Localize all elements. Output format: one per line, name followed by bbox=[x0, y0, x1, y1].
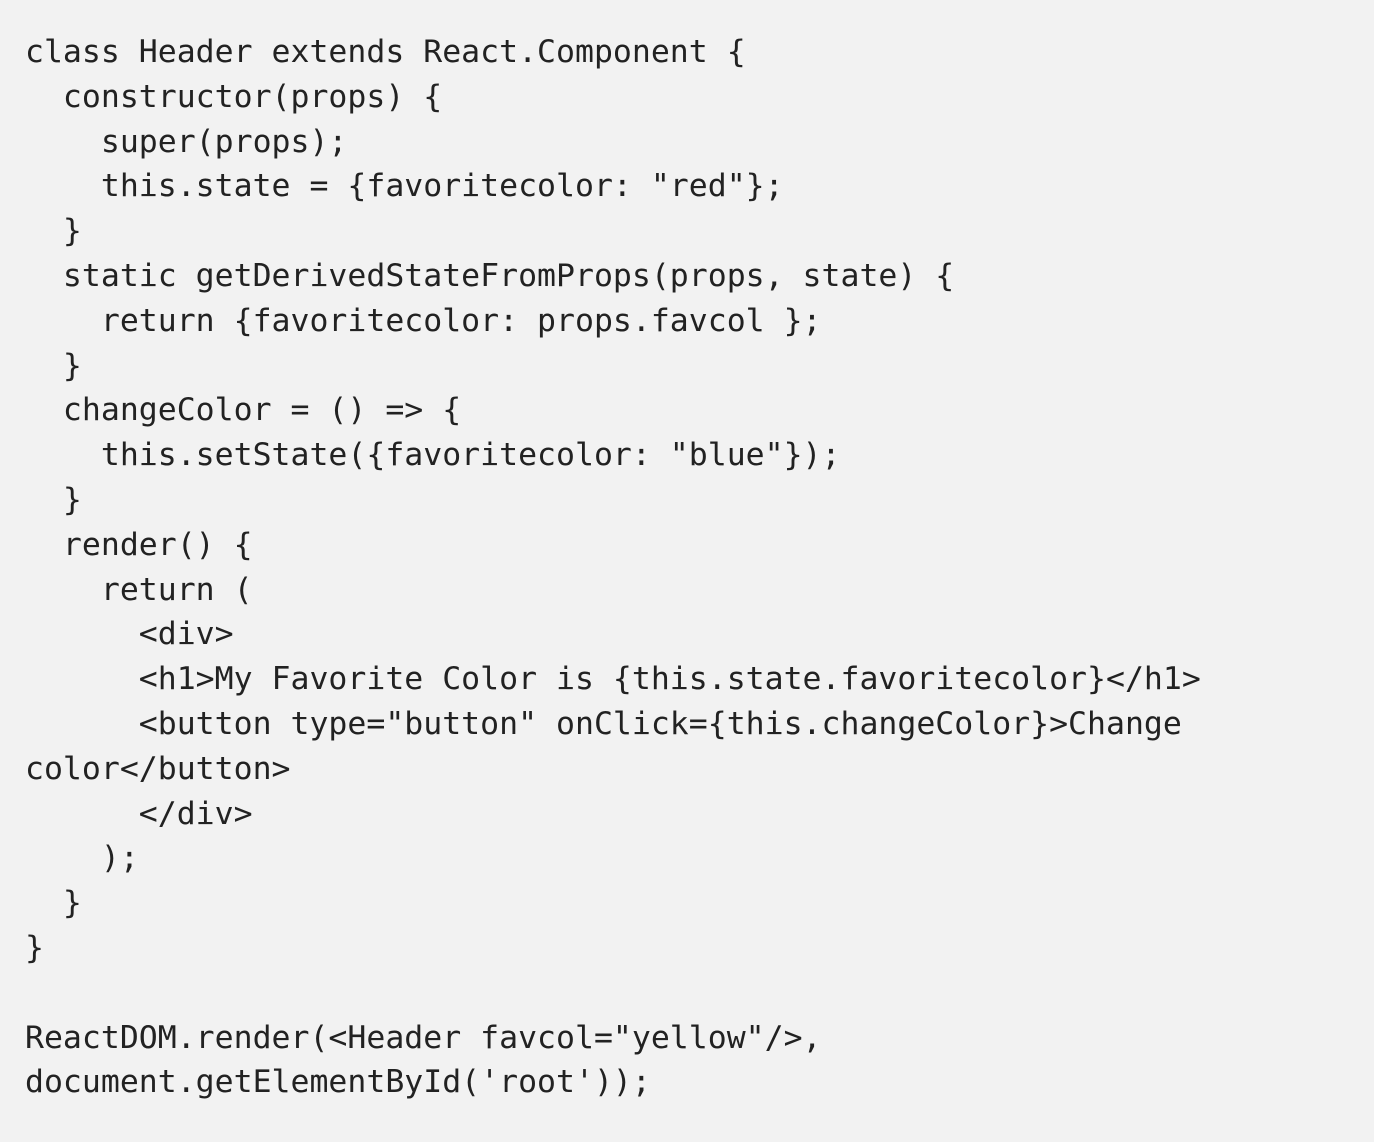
code-line: <h1>My Favorite Color is {this.state.fav… bbox=[25, 661, 1201, 698]
code-line: changeColor = () => { bbox=[25, 392, 462, 429]
code-line: return {favoritecolor: props.favcol }; bbox=[25, 302, 822, 339]
code-line: } bbox=[25, 481, 82, 518]
code-line: } bbox=[25, 885, 82, 922]
code-line: } bbox=[25, 929, 44, 966]
code-line: } bbox=[25, 213, 82, 250]
code-line: } bbox=[25, 347, 82, 384]
code-line: this.setState({favoritecolor: "blue"}); bbox=[25, 437, 841, 474]
code-block: class Header extends React.Component { c… bbox=[25, 30, 1355, 1105]
code-line: <div> bbox=[25, 616, 234, 653]
code-line bbox=[25, 971, 1355, 1016]
code-line: static getDerivedStateFromProps(props, s… bbox=[25, 257, 955, 294]
code-line: ); bbox=[25, 840, 139, 877]
code-line: document.getElementById('root')); bbox=[25, 1064, 651, 1101]
code-line: </div> bbox=[25, 795, 253, 832]
code-line: render() { bbox=[25, 526, 253, 563]
code-line: this.state = {favoritecolor: "red"}; bbox=[25, 168, 784, 205]
code-line: constructor(props) { bbox=[25, 78, 443, 115]
code-line: class Header extends React.Component { bbox=[25, 34, 746, 70]
code-line: super(props); bbox=[25, 123, 348, 160]
code-line: ReactDOM.render(<Header favcol="yellow"/… bbox=[25, 1019, 822, 1056]
code-line: color</button> bbox=[25, 750, 291, 787]
code-line: <button type="button" onClick={this.chan… bbox=[25, 705, 1182, 742]
code-line: return ( bbox=[25, 571, 253, 608]
